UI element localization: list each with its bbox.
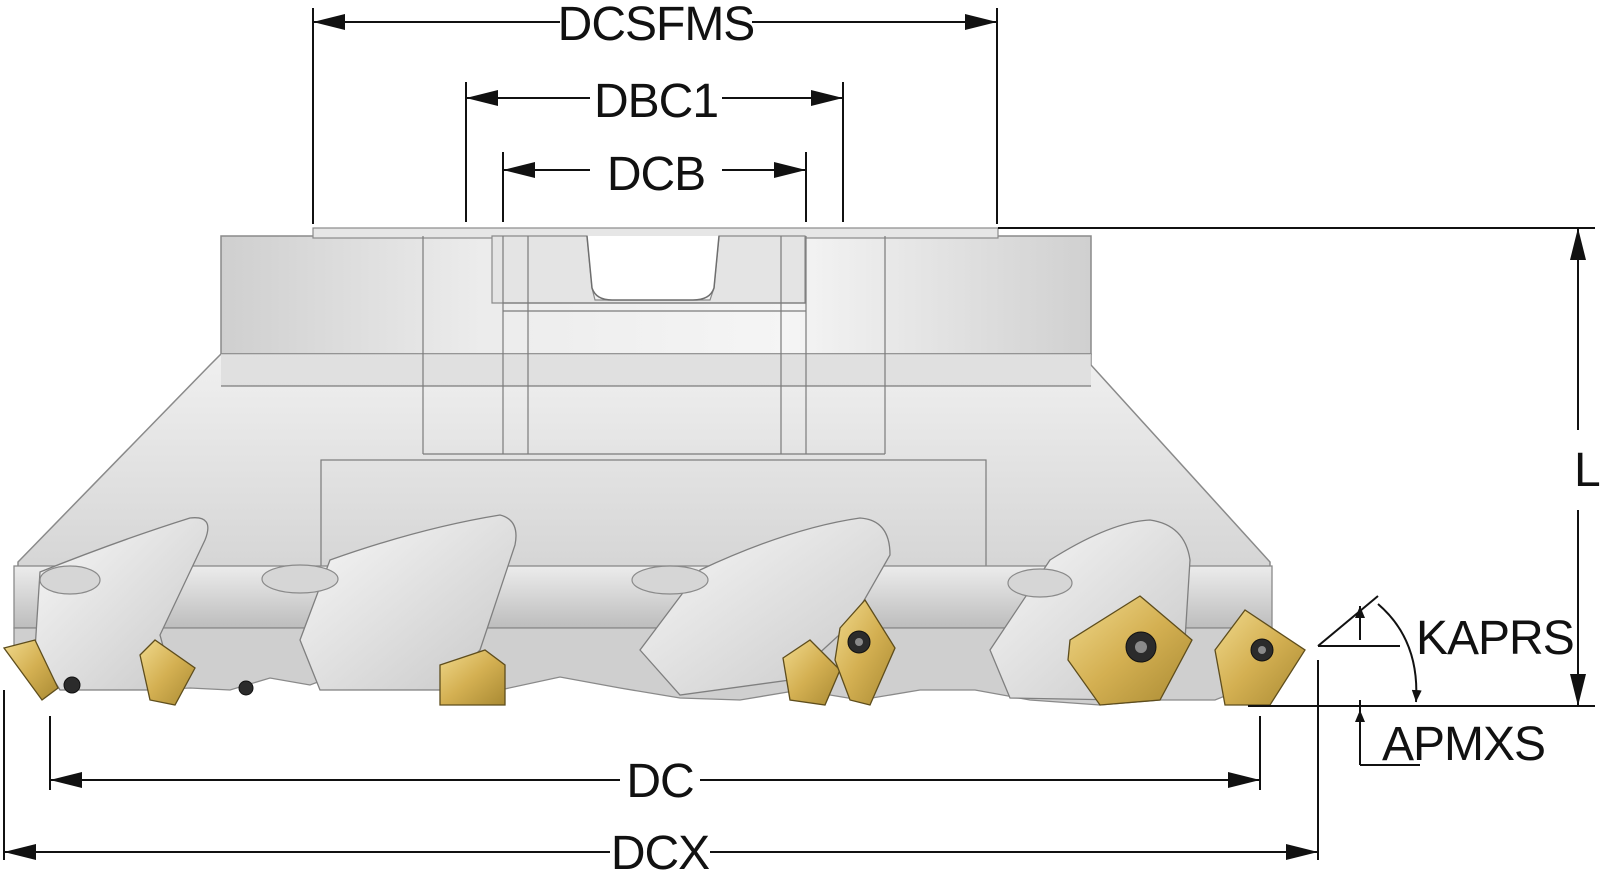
label-dcx: DCX (611, 827, 710, 876)
insert-4 (782, 639, 841, 706)
screw-sockets (855, 638, 1266, 654)
label-dbc1: DBC1 (594, 75, 718, 128)
bore-outline (221, 236, 1091, 629)
milling-cutter-icon (2, 227, 1306, 706)
insert-3 (439, 649, 506, 706)
label-kaprs: KAPRS (1416, 612, 1574, 665)
label-dc: DC (626, 755, 693, 808)
coolant-holes (39, 564, 1073, 598)
kaprs-edge-line (1317, 595, 1379, 647)
insert-5 (834, 598, 896, 706)
label-dcb: DCB (607, 148, 705, 201)
flute-3 (639, 517, 891, 696)
label-lf: LF (1574, 444, 1600, 497)
label-dcsfms: DCSFMS (558, 0, 755, 51)
dimension-lines (3, 8, 1595, 860)
kaprs-arc (1377, 603, 1422, 703)
flute-2 (299, 514, 517, 691)
label-apmxs: APMXS (1382, 718, 1545, 771)
flute-1 (34, 517, 209, 691)
taper-shadow-band (221, 354, 1091, 386)
slot-recess (586, 235, 720, 301)
insert-2 (139, 639, 196, 706)
insert-1 (2, 639, 59, 701)
